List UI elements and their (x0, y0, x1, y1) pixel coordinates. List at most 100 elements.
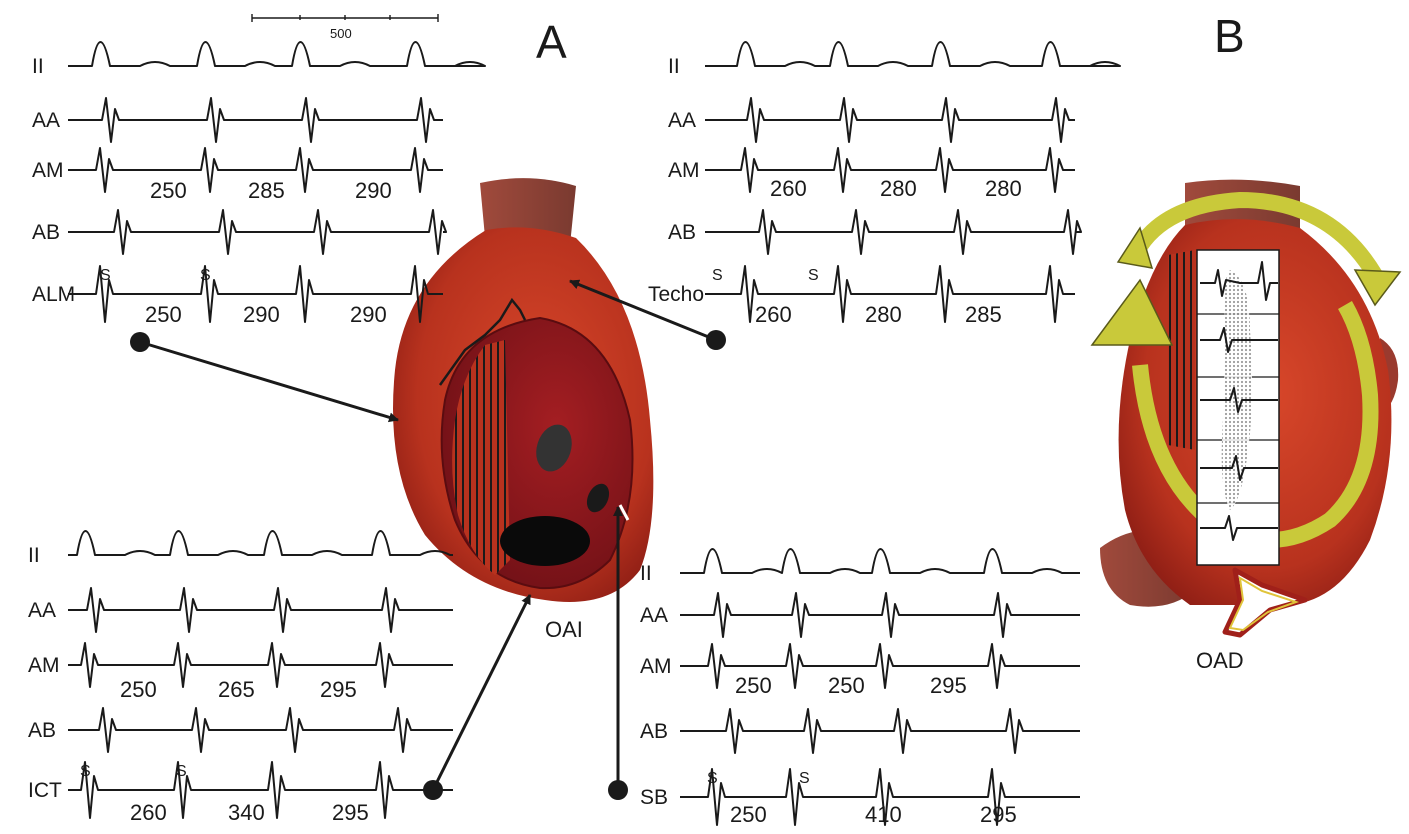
am-interval-value: 250 (828, 673, 865, 698)
channel-label-ab: AB (28, 719, 56, 742)
channel-label-ii: II (640, 562, 652, 585)
trace-am (68, 147, 443, 193)
trace-ii (68, 41, 486, 67)
trace-ict (68, 761, 453, 819)
stim-label: S (707, 770, 718, 787)
stim-label: S (100, 267, 111, 284)
site-interval-value: 340 (228, 800, 265, 825)
channel-label-am: AM (668, 159, 700, 182)
trace-ab (680, 708, 1080, 754)
am-interval-value: 265 (218, 677, 255, 702)
channel-label-am: AM (28, 654, 60, 677)
panel-b-label: B (1214, 10, 1245, 62)
site-interval-value: 260 (130, 800, 167, 825)
site-interval-value: 290 (243, 302, 280, 327)
trace-aa (68, 587, 453, 633)
channel-label-ii: II (28, 544, 40, 567)
trace-aa (705, 97, 1075, 143)
trace-aa (680, 592, 1080, 638)
am-interval-value: 280 (880, 176, 917, 201)
mitral-orifice (500, 516, 590, 566)
crista-crack (438, 297, 527, 386)
channel-label-ab: AB (668, 221, 696, 244)
channel-label-ab: AB (640, 720, 668, 743)
trace-sb (680, 768, 1080, 826)
channel-label-ab: AB (32, 221, 60, 244)
electrogram-strip (1196, 249, 1280, 566)
conduction-path-dotted (1221, 270, 1253, 510)
am-interval-value: 285 (248, 178, 285, 203)
am-interval-value: 260 (770, 176, 807, 201)
left-atrium-model (393, 178, 654, 603)
trace-ii (68, 530, 453, 556)
site-interval-value: 285 (965, 302, 1002, 327)
channel-label-aa: AA (28, 599, 56, 622)
channel-label-ii: II (32, 55, 44, 78)
channel-label-aa: AA (640, 604, 668, 627)
trace-ab (68, 209, 447, 255)
am-interval-value: 295 (930, 673, 967, 698)
trace-aa (68, 97, 443, 143)
site-interval-value: 250 (730, 802, 767, 827)
am-interval-value: 250 (120, 677, 157, 702)
am-interval-value: 250 (150, 178, 187, 203)
panel-bottom-left: II AA AM AB ICT S S 250 265 295 260 340 295 (28, 530, 453, 825)
hatched-line-b (1168, 250, 1195, 450)
oai-label: OAI (545, 617, 583, 642)
channel-label-aa: AA (32, 109, 60, 132)
pointer-ict (431, 594, 532, 791)
trace-am (68, 642, 453, 688)
trace-techo (705, 265, 1075, 323)
trace-ii (705, 41, 1121, 67)
channel-label-techo: Techo (648, 283, 704, 306)
site-interval-value: 280 (865, 302, 902, 327)
stim-label: S (712, 267, 723, 284)
stim-label: S (80, 763, 91, 780)
trace-ii (680, 548, 1080, 574)
channel-label-aa: AA (668, 109, 696, 132)
channel-label-ict: ICT (28, 779, 62, 802)
am-interval-value: 295 (320, 677, 357, 702)
hatched-ablation-line (452, 340, 510, 575)
trace-ab (68, 707, 453, 753)
am-interval-value: 250 (735, 673, 772, 698)
channel-label-ii: II (668, 55, 680, 78)
pointer-techo (569, 279, 717, 342)
scale-bar: 500 (251, 14, 439, 41)
pointer-alm (139, 340, 399, 423)
trace-am (680, 643, 1080, 689)
channel-label-am: AM (640, 655, 672, 678)
stim-label: S (176, 763, 187, 780)
panel-top-right: II AA AM AB Techo S S 260 280 280 260 280 285 (648, 41, 1121, 327)
site-interval-value: 290 (350, 302, 387, 327)
yellow-arrowhead-left (1116, 226, 1154, 269)
pulmonary-vein-ostium-mid (586, 483, 610, 513)
am-interval-value: 290 (355, 178, 392, 203)
stim-label: S (799, 770, 810, 787)
site-interval-value: 295 (332, 800, 369, 825)
channel-label-sb: SB (640, 786, 668, 809)
right-atrium-model (1090, 179, 1402, 638)
scale-bar-label: 500 (330, 26, 352, 41)
panel-bottom-right: II AA AM AB SB S S 250 250 295 250 410 295 (640, 548, 1080, 827)
site-interval-value: 295 (980, 802, 1017, 827)
yellow-side-arc (1132, 301, 1379, 548)
yellow-loop-arrow (1127, 191, 1382, 280)
site-interval-value: 250 (145, 302, 182, 327)
yellow-arrowhead-up (1090, 278, 1174, 346)
stim-label: S (808, 267, 819, 284)
trace-am (705, 147, 1075, 193)
oad-arrow (1222, 567, 1308, 638)
am-interval-value: 280 (985, 176, 1022, 201)
pulmonary-vein-ostium-upper (536, 424, 572, 472)
panel-a-label: A (536, 16, 567, 68)
site-interval-value: 410 (865, 802, 902, 827)
trace-alm (68, 265, 443, 323)
channel-label-alm: ALM (32, 283, 75, 306)
yellow-arrowhead-right (1353, 269, 1402, 307)
site-interval-value: 260 (755, 302, 792, 327)
oad-label: OAD (1196, 648, 1244, 673)
stim-label: S (200, 267, 211, 284)
